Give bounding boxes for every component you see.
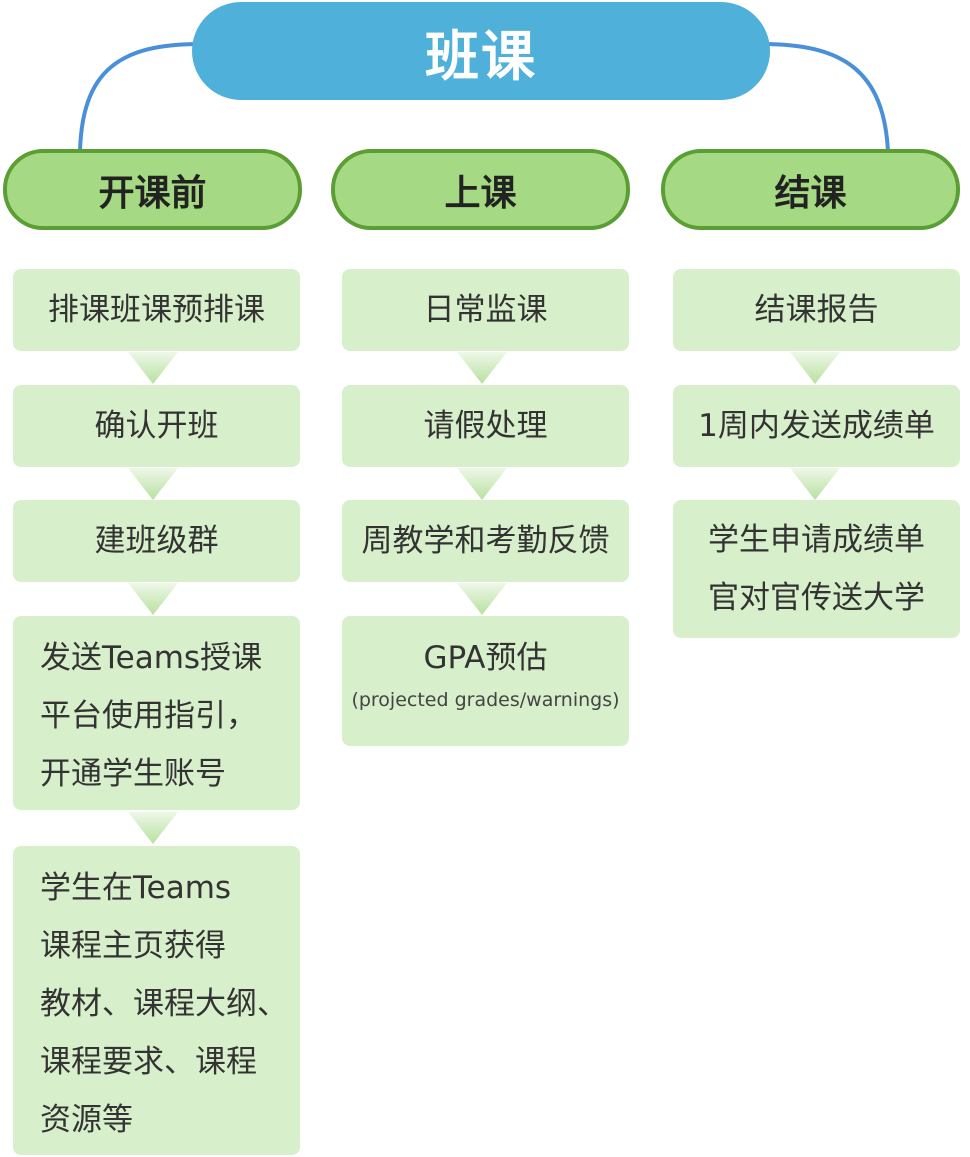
arrow-down-icon: [128, 352, 178, 384]
column-header-before-class: 开课前: [3, 149, 302, 230]
step-text: 请假处理: [423, 408, 548, 444]
step-weekly-feedback: 周教学和考勤反馈: [342, 500, 629, 582]
column-header-in-class: 上课: [331, 149, 630, 230]
arrow-down-icon: [457, 583, 507, 615]
step-text: 确认开班: [94, 408, 219, 444]
column-header-label: 上课: [444, 172, 517, 214]
step-text-line: 官对官传送大学: [708, 580, 925, 616]
arrow-down-icon: [457, 468, 507, 500]
step-text-line: 发送Teams授课: [40, 640, 263, 676]
step-gpa-estimate: GPA预估 (projected grades/warnings): [342, 616, 629, 746]
diagram-title: 班课: [192, 2, 770, 100]
step-text: 日常监课: [423, 292, 548, 328]
arrow-down-icon: [457, 352, 507, 384]
step-create-class-group: 建班级群: [13, 500, 300, 582]
step-text-line: 课程要求、课程: [40, 1044, 257, 1080]
step-text-line: 课程主页获得: [40, 928, 226, 964]
step-teams-course-resources: 学生在Teams 课程主页获得 教材、课程大纲、 课程要求、课程 资源等: [13, 846, 300, 1155]
arrow-down-icon: [128, 468, 178, 500]
step-subtext: (projected grades/warnings): [351, 689, 620, 711]
step-text: 排课班课预排课: [48, 292, 265, 328]
connector-right: [761, 42, 890, 153]
column-header-label: 结课: [774, 172, 847, 214]
diagram-title-text: 班课: [425, 24, 537, 88]
column-header-after-class: 结课: [661, 149, 960, 230]
arrow-down-icon: [128, 583, 178, 615]
arrow-down-icon: [790, 352, 840, 384]
step-text-line: 学生申请成绩单: [708, 522, 925, 558]
step-daily-monitoring: 日常监课: [342, 269, 629, 351]
arrow-down-icon: [790, 468, 840, 500]
step-text-line: 教材、课程大纲、: [40, 986, 288, 1022]
arrow-down-icon: [128, 812, 178, 844]
column-header-label: 开课前: [98, 172, 207, 214]
step-text-line: 平台使用指引，: [40, 698, 257, 734]
step-leave-handling: 请假处理: [342, 385, 629, 467]
step-send-teams-guide: 发送Teams授课 平台使用指引， 开通学生账号: [13, 616, 300, 810]
step-text: 1周内发送成绩单: [698, 408, 935, 444]
step-confirm-class: 确认开班: [13, 385, 300, 467]
step-course-report: 结课报告: [673, 269, 960, 351]
step-text: 周教学和考勤反馈: [361, 523, 610, 559]
step-text-line: 资源等: [40, 1102, 133, 1138]
title-connector-lines: [78, 42, 890, 153]
step-text-line: 学生在Teams: [40, 870, 232, 906]
step-schedule-preassign: 排课班课预排课: [13, 269, 300, 351]
connector-left: [78, 42, 201, 153]
step-text: 结课报告: [754, 292, 879, 328]
step-text: GPA预估: [423, 640, 548, 676]
step-official-transcript: 学生申请成绩单 官对官传送大学: [673, 500, 960, 638]
step-send-transcript: 1周内发送成绩单: [673, 385, 960, 467]
step-text-line: 开通学生账号: [40, 756, 226, 792]
step-text: 建班级群: [94, 523, 219, 559]
